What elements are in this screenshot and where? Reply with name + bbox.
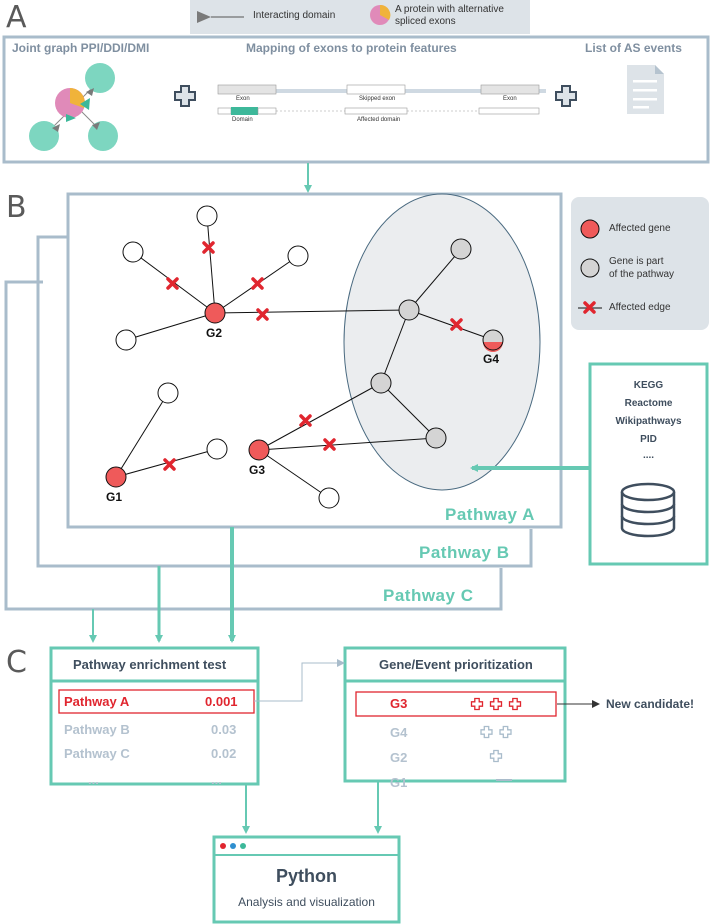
affected-edge-marks	[163, 241, 463, 471]
prioritization-highlight-box	[355, 691, 557, 717]
enrichment-row-value: ...	[211, 772, 222, 787]
enrichment-title: Pathway enrichment test	[73, 657, 227, 672]
node-g2-label: G2	[206, 326, 223, 340]
enrichment-row-value: 0.001	[205, 694, 238, 709]
affected-gene-label: Affected gene	[609, 223, 671, 234]
enrichment-to-prioritization-link	[254, 659, 345, 702]
enrichment-panel	[49, 646, 260, 786]
plus-icon	[174, 85, 196, 107]
protein-alt-label: A protein with alternative spliced exons	[395, 4, 504, 27]
score-plus-icon	[489, 749, 503, 763]
domain-label: Domain	[232, 117, 253, 123]
skipped-exon-label: Skipped exon	[359, 96, 396, 102]
window-min-dot	[230, 843, 236, 849]
enrichment-row-name: Pathway B	[64, 722, 130, 737]
score-plus-icon	[480, 725, 493, 739]
score-plus-icon	[470, 697, 484, 711]
prioritization-row-gene: G4	[390, 725, 408, 740]
prioritization-row-gene: G2	[390, 750, 408, 765]
network-edges	[115, 215, 494, 499]
top-legend-box	[190, 0, 530, 34]
prioritization-row-gene: G1	[390, 775, 408, 790]
pathway-c-label: Pathway C	[383, 586, 474, 605]
affected-edge-swatch	[578, 301, 602, 314]
section-b-label: B	[6, 190, 27, 225]
db-wikipathways: Wikipathways	[615, 416, 682, 427]
section-c-label: C	[6, 645, 27, 680]
protein-pie-icon	[370, 4, 391, 25]
affected-edge-label: Affected edge	[609, 302, 671, 313]
python-title: Python	[276, 866, 337, 886]
db-reactome: Reactome	[624, 398, 673, 409]
pathway-gene-swatch	[580, 258, 600, 278]
node-g4-label: G4	[483, 352, 500, 366]
score-plus-icon	[489, 697, 503, 711]
pathway-b-label: Pathway B	[419, 543, 510, 562]
exon-left-label: Exon	[236, 96, 250, 102]
enrichment-row-name: Pathway A	[64, 694, 130, 709]
prioritization-panel	[343, 646, 567, 783]
python-window	[212, 835, 401, 924]
pathway-b-frame	[36, 235, 533, 568]
score-plus-icon	[508, 697, 522, 711]
enrichment-row-value: 0.03	[211, 722, 237, 737]
db-more: ....	[642, 450, 655, 461]
plus-icon	[555, 85, 577, 107]
gene-part-label-2: of the pathway	[609, 269, 675, 280]
gene-part-label-1: Gene is part	[609, 256, 664, 267]
python-subtitle: Analysis and visualization	[238, 895, 375, 909]
pathway-region	[343, 193, 541, 491]
pathway-c-frame	[4, 280, 503, 611]
node-g3-label: G3	[249, 463, 266, 477]
window-close-dot	[220, 843, 226, 849]
joint-graph-illustration	[29, 63, 118, 151]
mapping-title: Mapping of exons to protein features	[246, 41, 457, 55]
db-pid: PID	[640, 434, 657, 445]
score-plus-icon	[499, 725, 512, 739]
db-kegg: KEGG	[633, 380, 664, 391]
prioritization-title: Gene/Event prioritization	[379, 657, 533, 672]
enrichment-row-value: 0.02	[211, 746, 237, 761]
node-g4	[482, 329, 504, 352]
score-marks	[470, 697, 522, 781]
interacting-domain-label: Interacting domain	[253, 10, 336, 21]
database-icon	[620, 482, 676, 538]
panel-a-frame	[2, 35, 710, 164]
exon-mapping-illustration	[217, 84, 546, 115]
affected-gene-swatch	[580, 219, 600, 239]
new-candidate-label: New candidate!	[606, 697, 695, 711]
prioritization-row-gene: G3	[390, 696, 408, 711]
affected-domain-label: Affected domain	[357, 117, 401, 123]
document-icon	[627, 65, 664, 114]
pathway-a-label: Pathway A	[445, 505, 535, 524]
section-a-label: A	[6, 0, 27, 35]
node-g1-label: G1	[106, 490, 123, 504]
interacting-domain-icon	[197, 11, 244, 23]
enrichment-row-name: Pathway C	[64, 746, 130, 761]
joint-graph-title: Joint graph PPI/DDI/DMI	[12, 41, 150, 55]
legend-b-box	[571, 197, 709, 330]
enrichment-row-name: ...	[88, 772, 99, 787]
list-as-title: List of AS events	[585, 41, 682, 55]
window-max-dot	[240, 843, 246, 849]
exon-right-label: Exon	[503, 96, 517, 102]
network-nodes	[105, 205, 472, 509]
